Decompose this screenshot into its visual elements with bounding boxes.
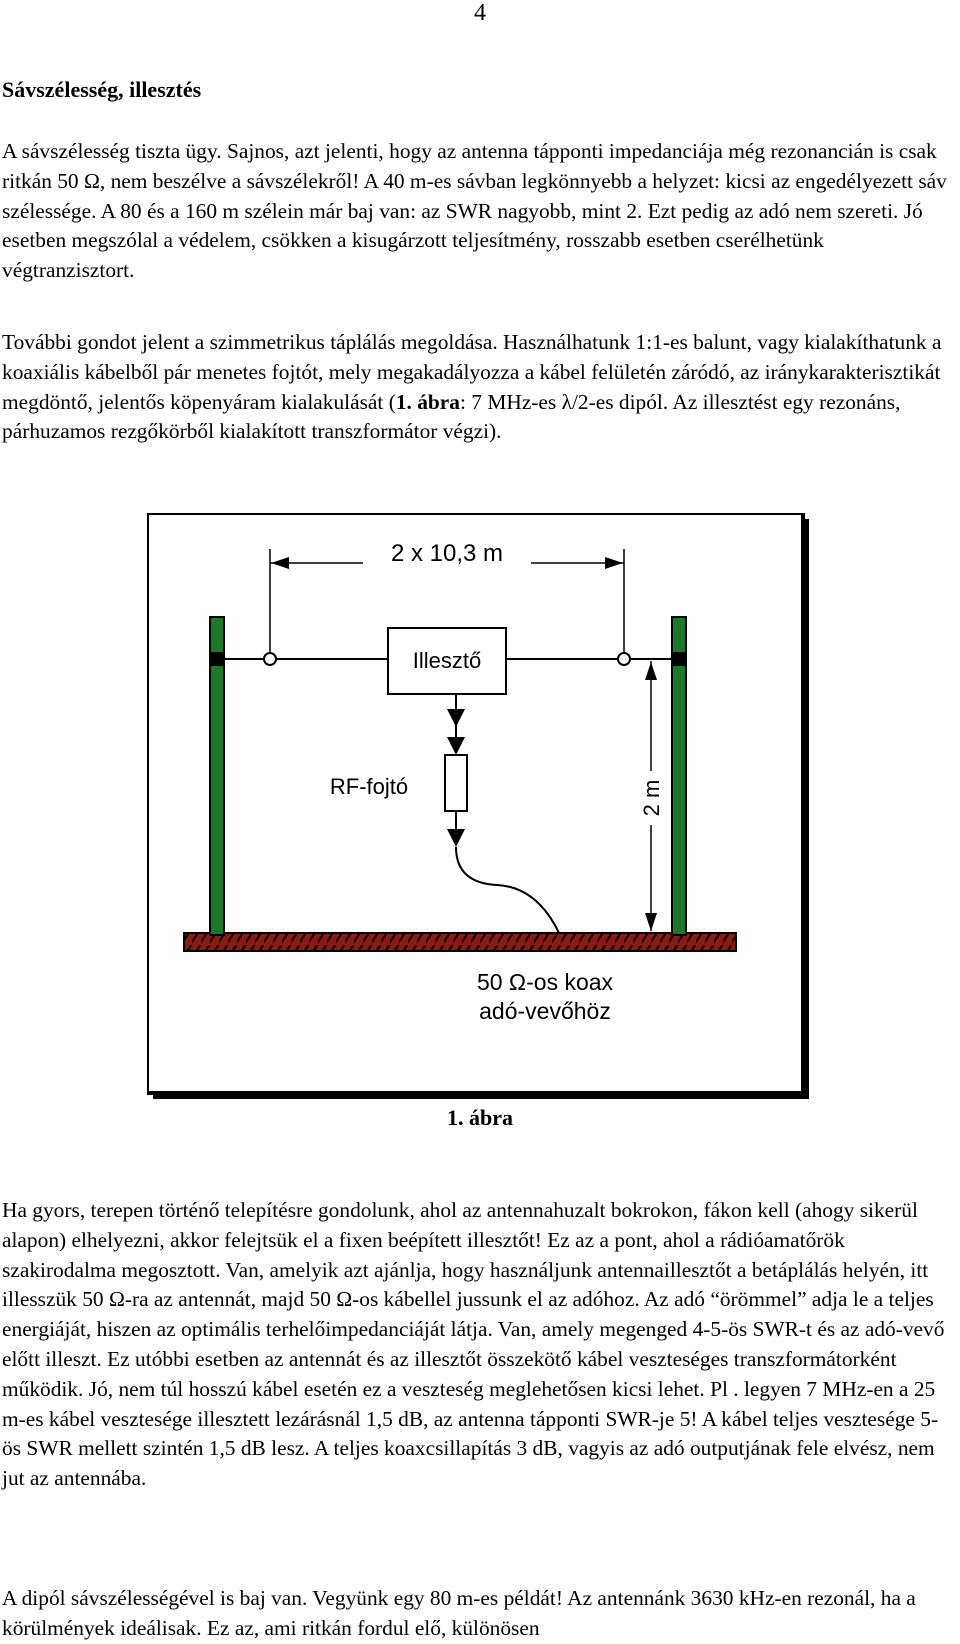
paragraph-balun-text-1: További gondot jelent a szimmetrikus táp… [2, 330, 942, 414]
right-insulator [671, 652, 687, 666]
coax-label-line2: adó-vevőhöz [479, 998, 611, 1024]
coax-cable-curve [455, 846, 560, 934]
height-label: 2 m [639, 780, 664, 817]
height-label-bg [637, 771, 665, 825]
left-insulator [209, 652, 225, 666]
feed-arrow-choke [447, 737, 465, 755]
dimension-label-bg [363, 535, 531, 575]
paragraph-field-setup: Ha gyors, terepen történő telepítésre go… [2, 1198, 945, 1491]
feed-arrow-lower [447, 829, 465, 847]
dimension-label: 2 x 10,3 m [391, 540, 503, 567]
rf-choke [444, 754, 468, 812]
figure-dipole-diagram: 2 x 10,3 m Illesztő RF-fojtó 2 m 50 Ω-os… [147, 513, 813, 1103]
right-mast [671, 616, 687, 936]
coax-label-line1: 50 Ω-os koax [477, 969, 614, 995]
paragraph-bandwidth: A sávszélesség tiszta ügy. Sajnos, azt j… [2, 139, 947, 283]
left-mast [209, 616, 225, 936]
figure-frame [147, 513, 805, 1095]
height-arrow-bottom [645, 913, 657, 931]
rf-choke-label: RF-fojtó [330, 774, 408, 799]
page-number: 4 [474, 0, 486, 26]
feed-arrow-upper [447, 709, 465, 727]
matcher-label: Illesztő [413, 648, 481, 673]
height-arrow-top [645, 662, 657, 680]
dimension-arrow-right [605, 557, 623, 569]
paragraph-balun-text-2: : 7 MHz-es λ/2-es dipól. Az illesztést e… [2, 389, 901, 444]
section-heading: Sávszélesség, illesztés [2, 77, 202, 102]
ground [183, 932, 737, 952]
right-wire-end [617, 652, 631, 666]
paragraph-balun: További gondot jelent a szimmetrikus táp… [2, 328, 952, 447]
left-wire-end [263, 652, 277, 666]
matcher-box [387, 627, 507, 695]
figure-reference: 1. ábra [395, 389, 461, 414]
figure-caption: 1. ábra [447, 1105, 513, 1130]
dimension-arrow-left [271, 557, 289, 569]
